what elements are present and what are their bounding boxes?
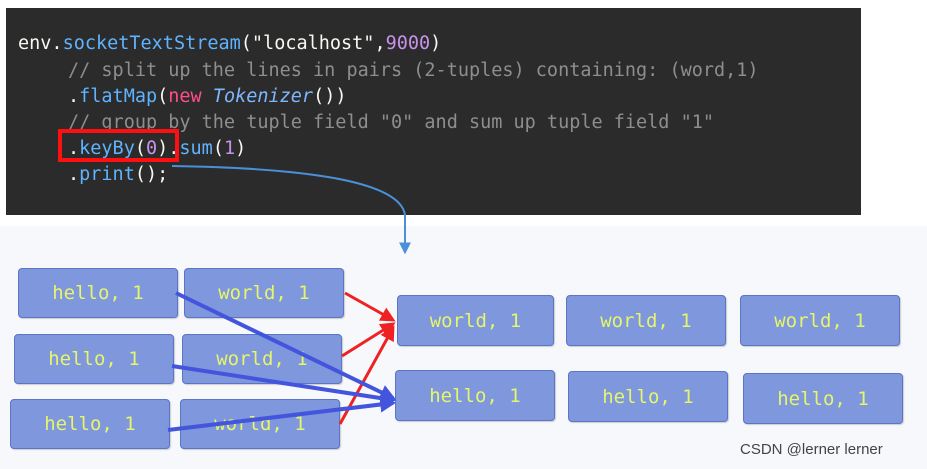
- code-token: 9000: [385, 33, 431, 54]
- code-token: sum: [179, 138, 213, 159]
- code-token: ()): [313, 86, 347, 107]
- code-token: .: [168, 138, 180, 159]
- code-panel: env.socketTextStream("localhost",9000) /…: [6, 8, 861, 215]
- code-token: env: [18, 33, 52, 54]
- code-line-keyby: .keyBy(0).sum(1): [68, 137, 246, 161]
- output-chip-hello-3: hello, 1: [743, 373, 903, 424]
- output-chip-hello-1: hello, 1: [395, 370, 555, 421]
- code-token: .: [68, 138, 80, 159]
- code-token: ();: [134, 164, 169, 185]
- code-token: Tokenizer: [212, 86, 314, 107]
- code-token: (: [212, 138, 224, 159]
- code-token: ): [430, 33, 442, 54]
- code-token: "localhost": [251, 33, 375, 54]
- watermark: CSDN @lerner lerner: [740, 441, 883, 458]
- code-token: ): [157, 138, 169, 159]
- code-token: print: [79, 164, 135, 185]
- code-comment: // group by the tuple field "0" and sum …: [68, 112, 715, 133]
- code-token: socketTextStream: [62, 33, 241, 54]
- code-line-source: env.socketTextStream("localhost",9000): [18, 32, 441, 56]
- code-line-comment-group: // group by the tuple field "0" and sum …: [68, 111, 714, 135]
- code-token: new: [168, 86, 202, 107]
- code-token: 1: [223, 138, 236, 159]
- input-chip-world-2: world, 1: [182, 334, 342, 384]
- code-line-print: .print();: [68, 163, 168, 187]
- code-token: (: [157, 86, 169, 107]
- code-token: 0: [145, 138, 158, 159]
- code-token: .: [68, 86, 80, 107]
- code-token: .: [51, 33, 63, 54]
- code-token: ,: [374, 33, 386, 54]
- code-token: ): [235, 138, 247, 159]
- code-token: (: [240, 33, 252, 54]
- input-chip-world-1: world, 1: [184, 268, 344, 318]
- code-token: keyBy: [79, 138, 135, 159]
- input-chip-world-3: world, 1: [180, 399, 340, 449]
- code-token: .: [68, 164, 80, 185]
- code-line-comment-split: // split up the lines in pairs (2-tuples…: [68, 59, 759, 83]
- output-chip-world-3: world, 1: [740, 295, 900, 346]
- output-chip-world-2: world, 1: [566, 295, 726, 346]
- code-line-flatmap: .flatMap(new Tokenizer()): [68, 85, 346, 109]
- input-chip-hello-1: hello, 1: [18, 268, 178, 318]
- code-comment: // split up the lines in pairs (2-tuples…: [68, 60, 759, 81]
- keyby-highlight-box: [58, 129, 179, 162]
- output-chip-world-1: world, 1: [397, 295, 554, 346]
- output-chip-hello-2: hello, 1: [568, 371, 728, 422]
- input-chip-hello-3: hello, 1: [10, 399, 170, 449]
- code-token: [202, 86, 213, 107]
- input-chip-hello-2: hello, 1: [14, 334, 174, 384]
- code-token: flatMap: [79, 86, 158, 107]
- code-token: (: [134, 138, 146, 159]
